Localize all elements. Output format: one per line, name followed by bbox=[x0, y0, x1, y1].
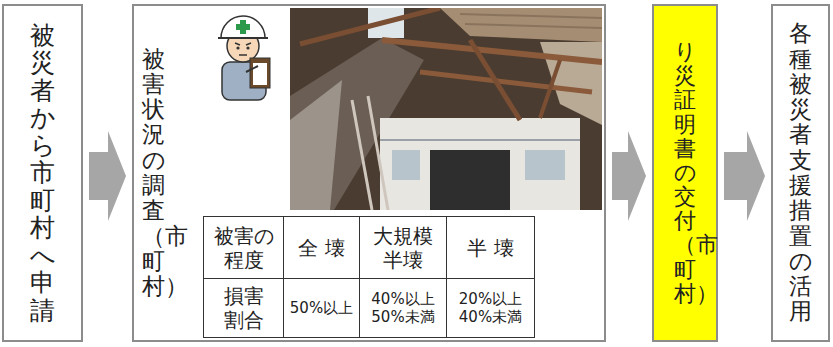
ladder-rail bbox=[368, 96, 388, 210]
worker-mouth bbox=[239, 54, 247, 56]
worker-brow bbox=[246, 43, 251, 45]
building-line bbox=[380, 139, 580, 141]
table-cell-frame: 大規模 半壊 bbox=[359, 216, 447, 279]
vertical-label: 被災者から市町村へ申請 bbox=[30, 22, 55, 325]
flow-arrow bbox=[612, 131, 646, 221]
ladder-rail bbox=[352, 100, 372, 210]
vertical-label: 被害状況の調査（市町村） bbox=[142, 47, 165, 300]
application-box: 被災者から市町村へ申請 bbox=[2, 4, 83, 342]
beam bbox=[300, 8, 440, 44]
worker-eye bbox=[236, 46, 239, 49]
worker-helmet bbox=[221, 16, 265, 38]
photo-ground bbox=[290, 8, 602, 210]
roof-sheet bbox=[440, 8, 602, 42]
table-header: 大規模 半壊 bbox=[362, 224, 444, 272]
table-cell-frame: 40%以上 50%未満 bbox=[359, 278, 447, 338]
roof-rib bbox=[465, 24, 602, 28]
worker-body bbox=[222, 62, 266, 100]
window bbox=[525, 150, 565, 180]
worker-icon bbox=[218, 16, 270, 100]
beam bbox=[420, 72, 592, 92]
damage-photo bbox=[290, 8, 602, 210]
table-cell: 50%以上 bbox=[290, 299, 353, 317]
table-header: 半 壊 bbox=[467, 236, 513, 260]
beam bbox=[540, 60, 560, 118]
support-box: 各種被災者支援措置の活用 bbox=[771, 4, 830, 342]
table-cell-frame: 全 壊 bbox=[283, 216, 360, 279]
flow-arrow bbox=[724, 131, 765, 221]
fallen-panel bbox=[290, 80, 342, 210]
table-cell-frame: 20%以上 40%未満 bbox=[446, 278, 535, 338]
roof-rib bbox=[460, 14, 602, 18]
beam bbox=[382, 40, 602, 62]
doorway bbox=[430, 150, 510, 210]
clipboard bbox=[250, 58, 270, 88]
window bbox=[392, 150, 420, 180]
table-cell: 40%以上 50%未満 bbox=[362, 290, 444, 326]
table-cell-frame: 被害の 程度 bbox=[203, 216, 284, 279]
clipboard-paper bbox=[253, 63, 267, 85]
table-header: 損害 割合 bbox=[206, 284, 281, 332]
helmet-brim bbox=[218, 37, 268, 39]
table-cell: 20%以上 40%未満 bbox=[449, 290, 532, 326]
worker-brow bbox=[235, 43, 240, 45]
building bbox=[380, 118, 580, 210]
table-header: 全 壊 bbox=[298, 236, 344, 260]
table-cell-frame: 半 壊 bbox=[446, 216, 535, 279]
table-header: 被害の 程度 bbox=[206, 224, 281, 272]
vertical-label: 各種被災者支援措置の活用 bbox=[789, 21, 812, 325]
table-cell-frame: 損害 割合 bbox=[203, 278, 284, 338]
vertical-label: り災証明書の交付（市町村） bbox=[674, 40, 696, 306]
flow-arrow bbox=[89, 131, 126, 221]
beam bbox=[470, 40, 520, 120]
pen bbox=[246, 66, 258, 72]
helmet-cross bbox=[236, 24, 250, 30]
certificate-box: り災証明書の交付（市町村） bbox=[652, 4, 718, 342]
table-cell-frame: 50%以上 bbox=[283, 278, 360, 338]
worker-eye bbox=[246, 46, 249, 49]
